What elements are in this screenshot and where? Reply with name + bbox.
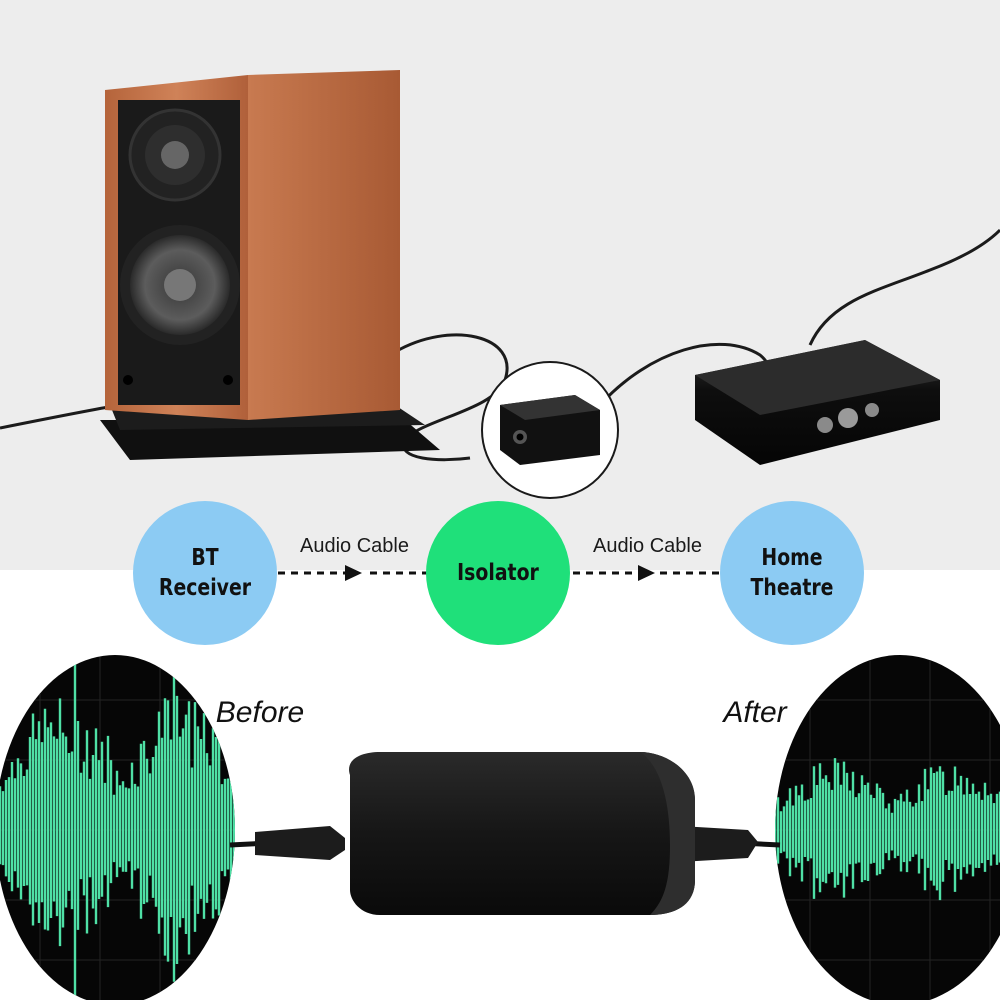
node-circle-isolator <box>426 501 570 645</box>
connector-arrow-2 <box>638 565 655 581</box>
isolator-product <box>229 752 781 915</box>
node-label-bt-receiver: BT Receiver <box>158 545 252 601</box>
node-circle-home-theatre <box>720 501 864 645</box>
bookshelf-speaker <box>100 70 440 460</box>
bt-receiver-device <box>695 340 940 465</box>
node-label-home-theatre: Home Theatre <box>750 545 834 601</box>
node-label-isolator: Isolator <box>457 560 539 586</box>
after-waveform <box>775 655 1000 1000</box>
connector-label-1: Audio Cable <box>300 534 409 557</box>
before-label: Before <box>215 696 305 729</box>
after-label: After <box>723 696 787 729</box>
before-waveform <box>0 655 235 1000</box>
node-circle-bt-receiver <box>133 501 277 645</box>
connector-arrow-1 <box>345 565 362 581</box>
isolator-closeup <box>481 361 619 499</box>
connector-label-2: Audio Cable <box>593 534 702 557</box>
